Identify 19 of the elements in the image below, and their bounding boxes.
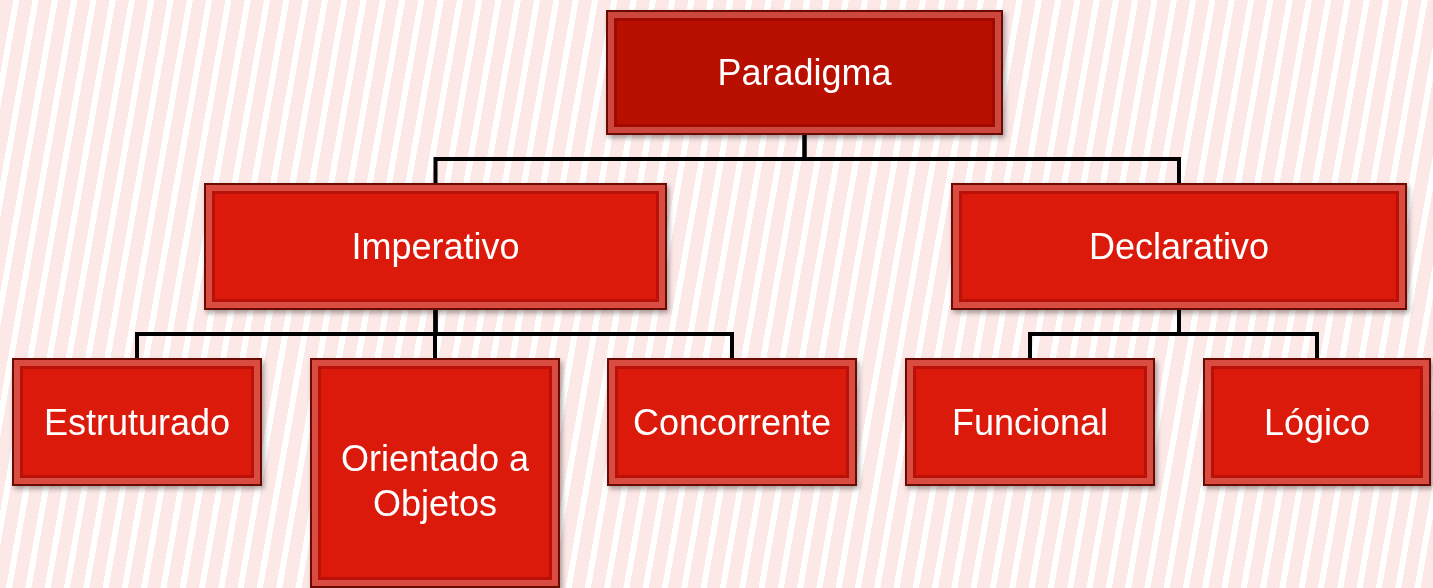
category-box bbox=[204, 183, 667, 310]
box-label: Declarativo bbox=[1087, 225, 1271, 269]
category-box bbox=[1203, 358, 1431, 486]
box-label: Orientado a Objetos bbox=[339, 437, 531, 526]
category-box bbox=[310, 358, 560, 588]
category-box bbox=[607, 358, 857, 486]
connector-line bbox=[433, 310, 734, 358]
connector-line bbox=[1177, 310, 1319, 358]
category-box bbox=[606, 10, 1003, 135]
box-label: Lógico bbox=[1262, 400, 1372, 445]
box-label: Estruturado bbox=[42, 400, 232, 445]
box-label: Imperativo bbox=[350, 225, 521, 269]
connector-line bbox=[802, 135, 1181, 183]
box-label: Funcional bbox=[950, 400, 1110, 445]
category-box bbox=[905, 358, 1155, 486]
category-box bbox=[12, 358, 262, 486]
box-label: Concorrente bbox=[631, 400, 833, 445]
box-label: Paradigma bbox=[716, 51, 893, 95]
category-box bbox=[951, 183, 1407, 310]
